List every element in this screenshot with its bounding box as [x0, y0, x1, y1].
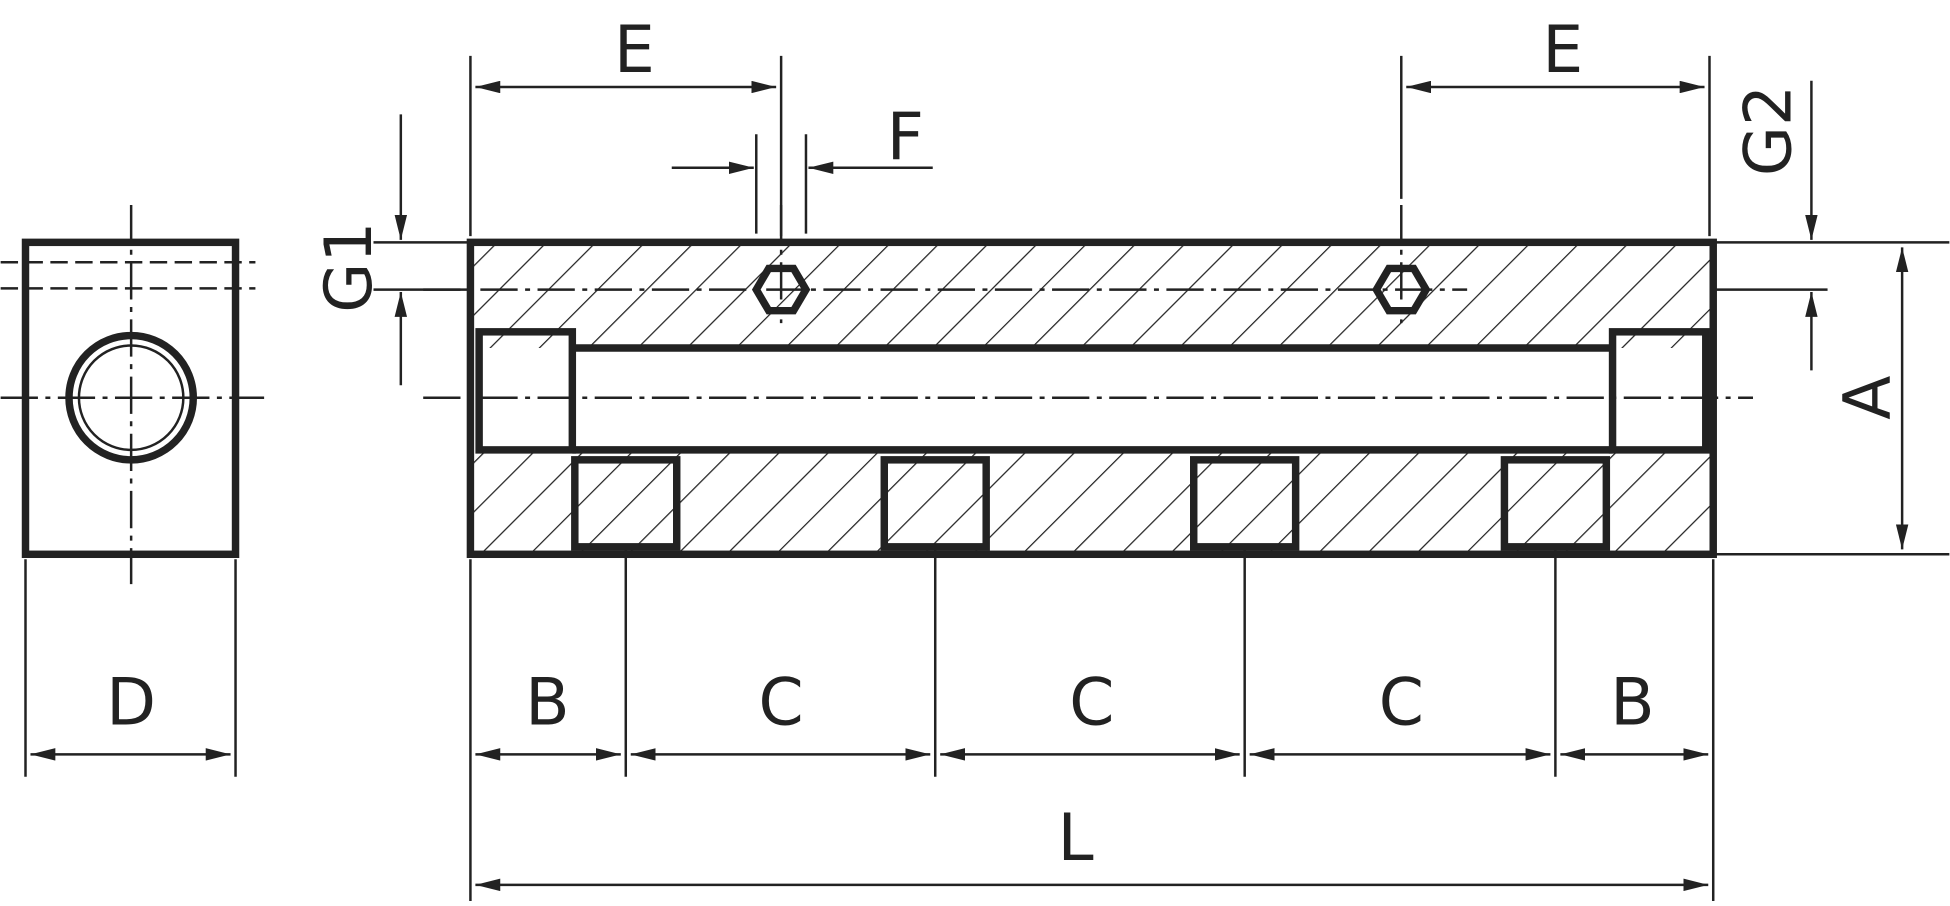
label-e-right: E: [1542, 13, 1583, 88]
label-l: L: [1058, 801, 1094, 876]
label-a: A: [1831, 376, 1906, 420]
label-f: F: [887, 100, 924, 175]
dimension-labels: E E F G1 G2 A D B C C C B L: [106, 13, 1905, 876]
label-g1: G1: [312, 222, 387, 313]
label-c1: C: [759, 666, 804, 741]
label-g2: G2: [1731, 85, 1806, 176]
label-d: D: [106, 666, 156, 741]
label-c2: C: [1069, 666, 1114, 741]
label-b-left: B: [525, 666, 569, 741]
label-c3: C: [1379, 666, 1424, 741]
section-view: [423, 205, 1753, 559]
dimensions: [24, 55, 1950, 902]
label-e-left: E: [614, 13, 655, 88]
side-view: [0, 205, 265, 585]
label-b-right: B: [1610, 666, 1654, 741]
